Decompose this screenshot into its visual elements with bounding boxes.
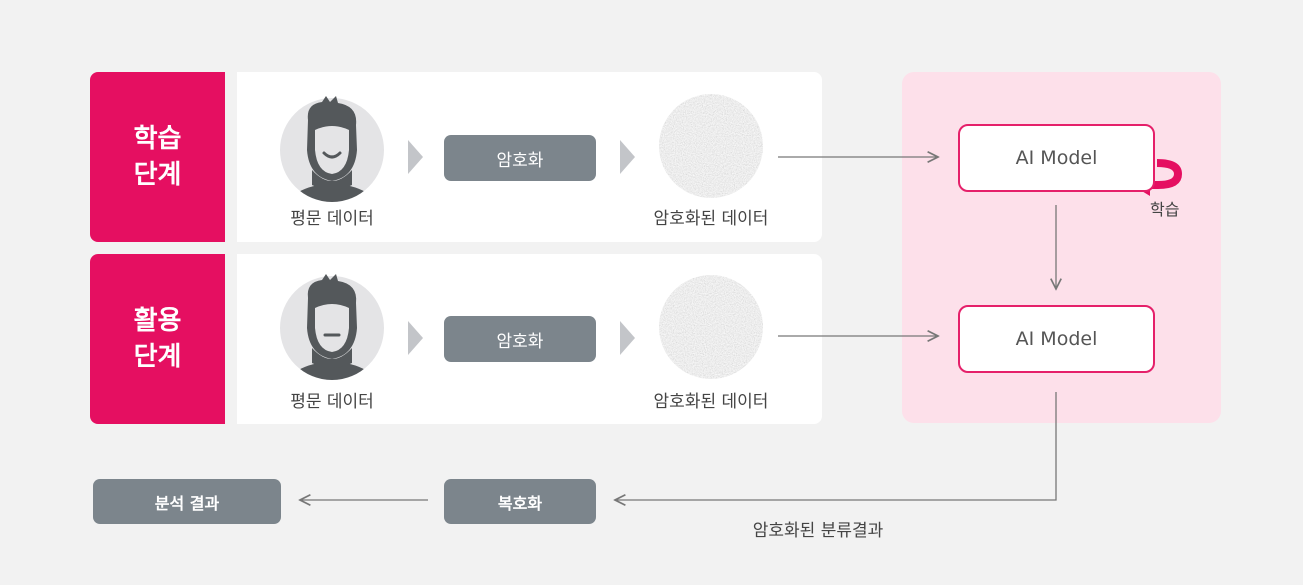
flow-arrow-icon [408,321,423,355]
analysis-result: 분석 결과 [93,479,281,524]
encrypted-data-label: 암호화된 데이터 [653,392,769,412]
stage-label-line1: 활용 [133,306,182,336]
stage-label-line2: 단계 [133,160,182,190]
encrypted-data-noise-icon [659,94,763,198]
encrypted-data-label: 암호화된 데이터 [653,209,769,229]
ai-model-training: AI Model [958,124,1155,192]
plain-data-label: 평문 데이터 [290,392,374,412]
encrypt-step: 암호화 [444,316,596,362]
arrow-result-back [615,392,1057,500]
encrypt-step: 암호화 [444,135,596,181]
flow-arrow-icon [620,321,635,355]
stage-label-line2: 단계 [133,342,182,372]
decrypt-step: 복호화 [444,479,596,524]
flow-arrow-icon [620,140,635,174]
ai-model-inference: AI Model [958,305,1155,373]
flow-arrow-icon [408,140,423,174]
stage-label-line1: 학습 [133,124,182,154]
encrypted-data-noise-icon [659,275,763,379]
plain-data-label: 평문 데이터 [290,209,374,229]
encrypted-classification-label: 암호화된 분류결과 [752,521,884,541]
learning-label: 학습 [1150,200,1180,219]
